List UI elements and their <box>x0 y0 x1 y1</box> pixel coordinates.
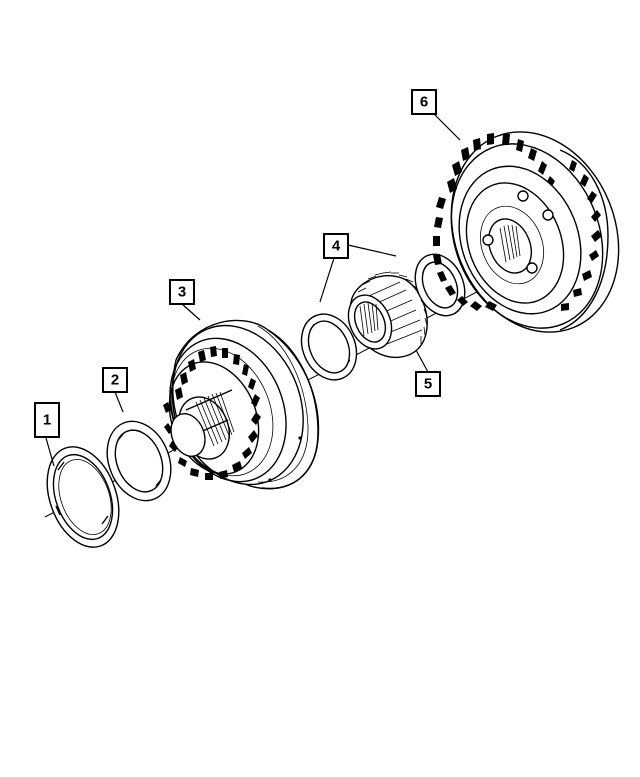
leader-line-5 <box>415 349 429 373</box>
callout-label-6: 6 <box>420 94 428 111</box>
part-3-clutch-drum <box>163 319 320 490</box>
callout-3: 3 <box>169 279 201 321</box>
callout-6: 6 <box>411 89 461 141</box>
part-5-sun-gear <box>347 271 428 359</box>
shaft-spline-lines <box>195 391 235 447</box>
leader-line-2 <box>114 391 124 413</box>
part-2-thrust-washer <box>106 420 172 502</box>
leader-line-4b <box>319 257 335 303</box>
callout-box-4 <box>323 233 349 259</box>
sun-gear-teeth <box>357 271 428 347</box>
callout-box-5 <box>415 371 441 397</box>
drum-spline-teeth <box>163 346 261 480</box>
callout-box-2 <box>102 367 128 393</box>
callout-2: 2 <box>102 367 128 413</box>
leader-line-3 <box>181 303 201 321</box>
leader-line-1 <box>45 437 55 467</box>
callout-label-4: 4 <box>332 238 341 255</box>
leader-line-4a <box>347 244 397 257</box>
leader-line-6 <box>433 113 461 141</box>
callout-box-3 <box>169 279 195 305</box>
callout-4: 4 <box>319 233 397 303</box>
callout-5: 5 <box>415 349 441 397</box>
callout-box-6 <box>411 89 437 115</box>
callout-label-1: 1 <box>43 412 51 429</box>
part-4b-thrust-washer <box>414 253 466 317</box>
callout-label-3: 3 <box>178 284 186 301</box>
callout-label-5: 5 <box>424 376 432 393</box>
carrier-rear-teeth <box>561 160 602 311</box>
callout-box-1 <box>34 402 60 438</box>
part-1-snap-ring <box>46 446 120 548</box>
callout-1: 1 <box>34 402 60 467</box>
part-6-planetary-carrier <box>433 131 620 333</box>
callout-label-2: 2 <box>111 372 119 389</box>
part-4-thrust-washer <box>300 313 358 381</box>
